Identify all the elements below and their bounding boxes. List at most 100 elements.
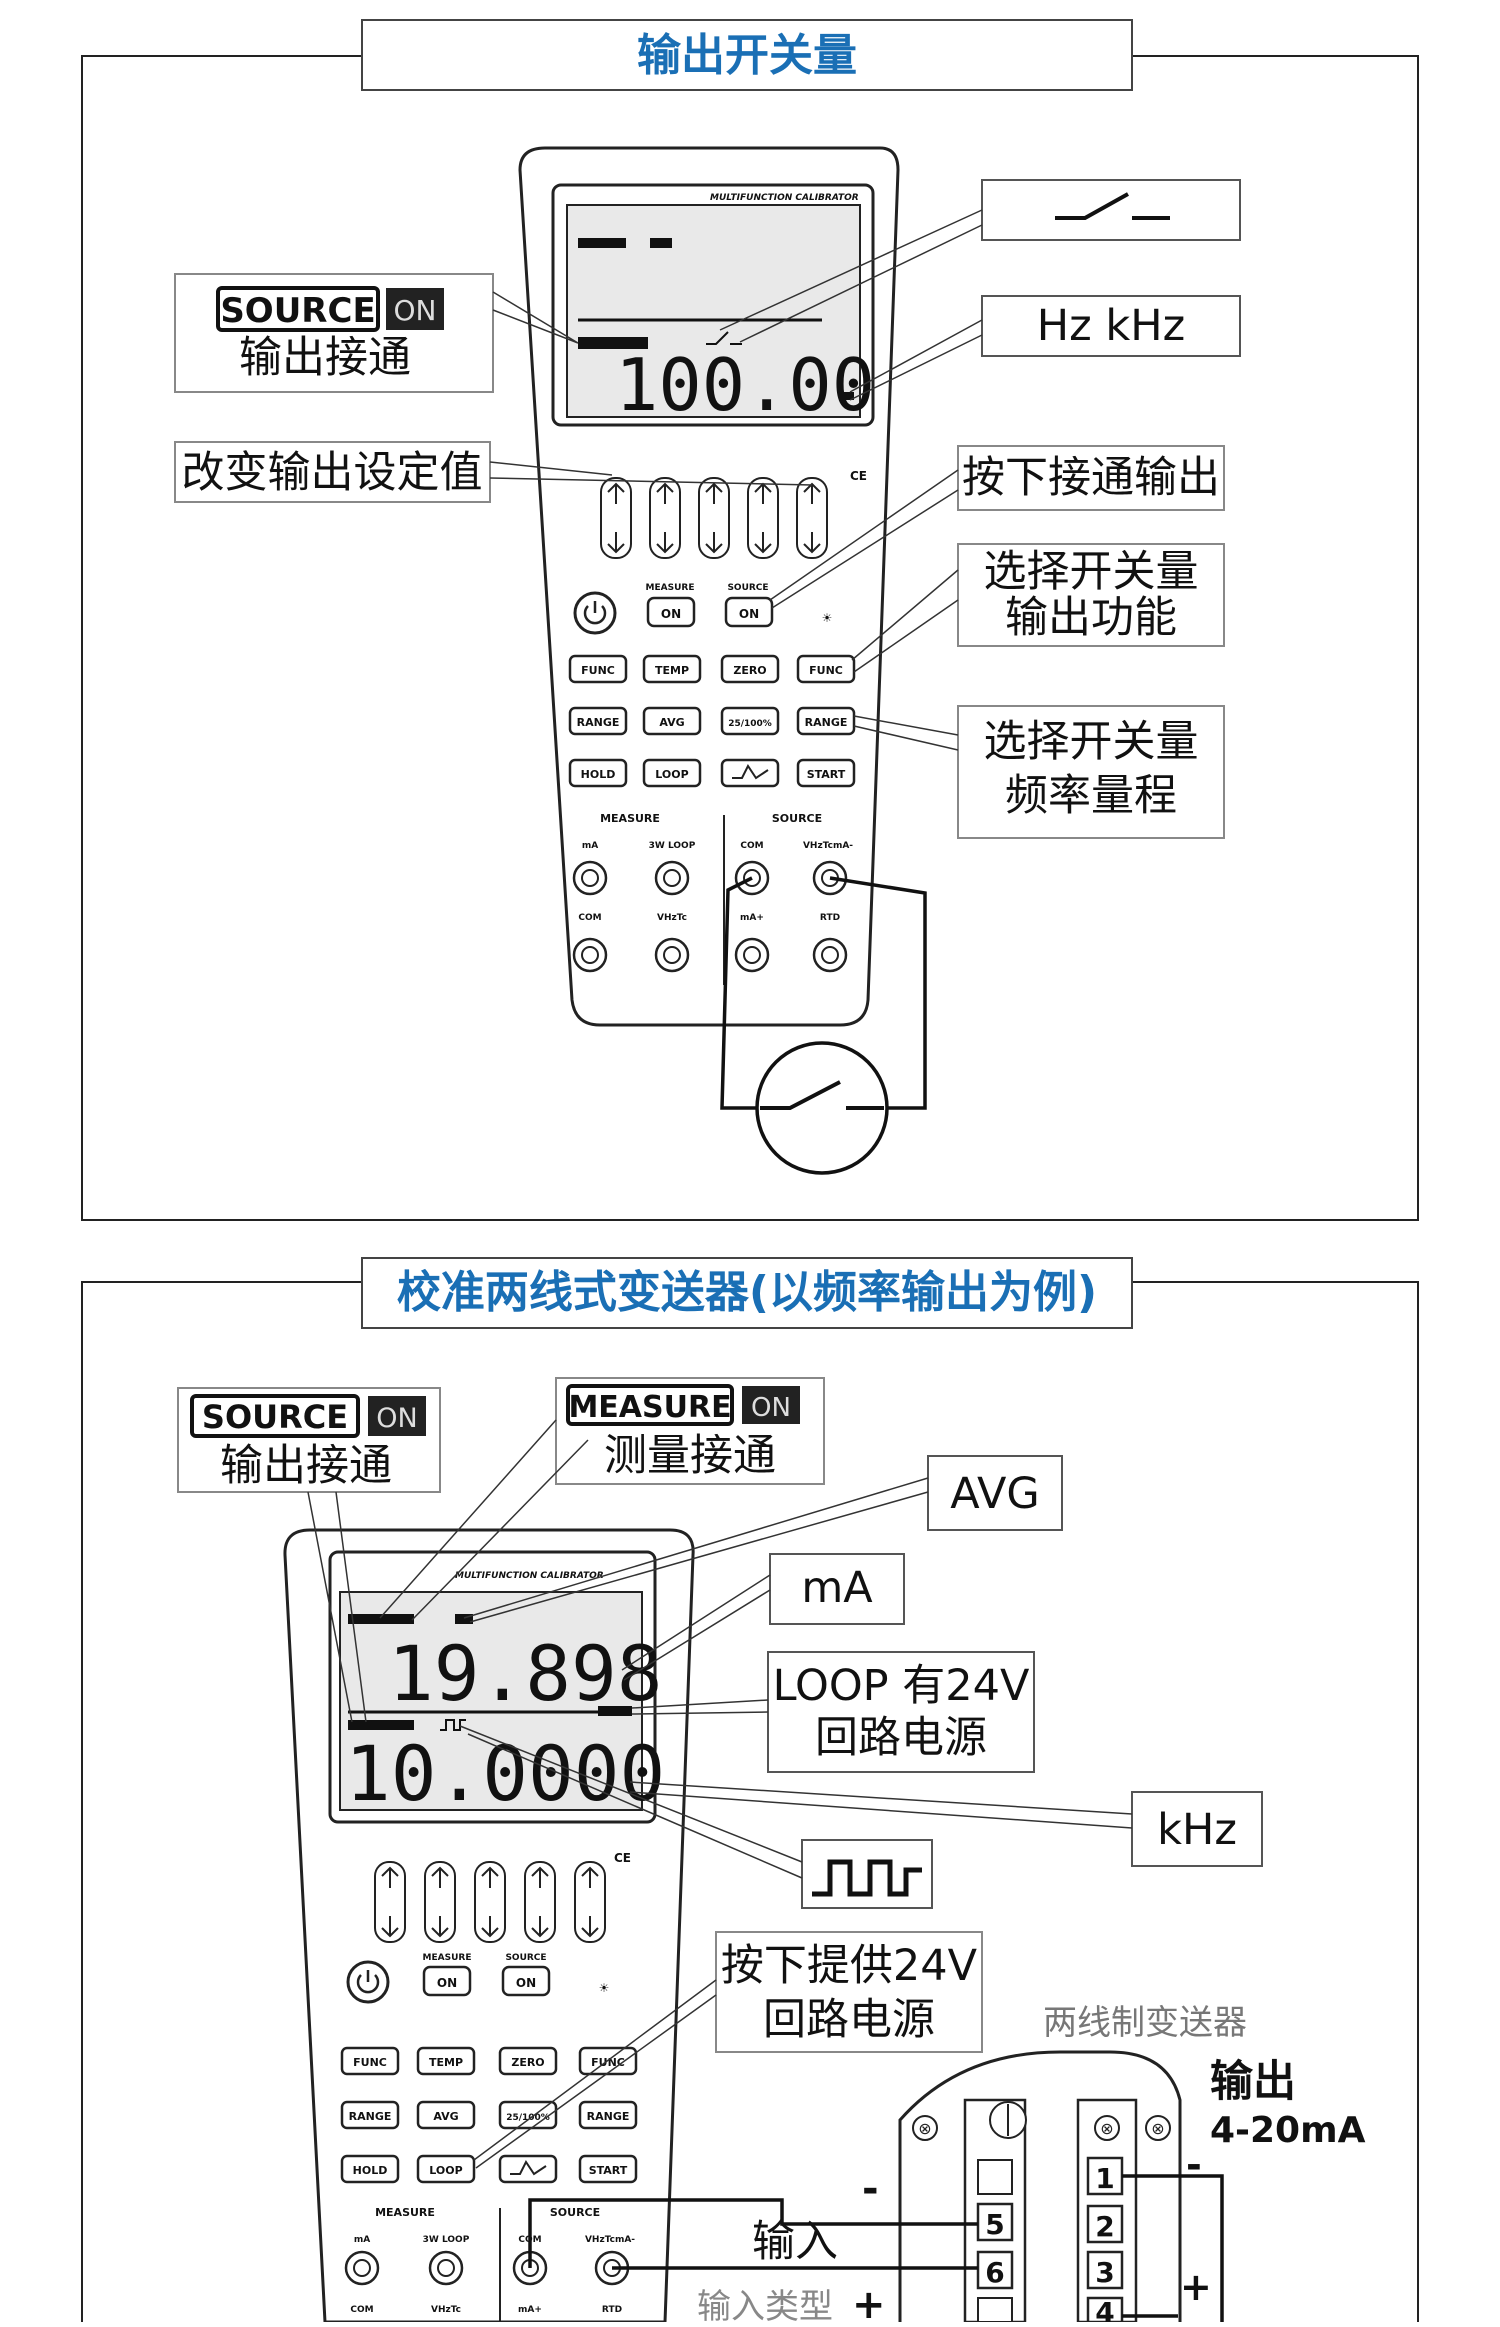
device-1-jack-measure-vhz[interactable] <box>654 937 690 973</box>
terminal-4[interactable] <box>1086 2296 1124 2324</box>
device-1-measure-on-label: ON <box>661 607 681 621</box>
device-1-loop-button[interactable] <box>642 758 702 788</box>
device-1-temp-label: TEMP <box>655 664 689 677</box>
lcd-1-source-indicator <box>578 337 648 349</box>
device-2-start-label: START <box>589 2164 628 2177</box>
device-1-temp-button[interactable] <box>642 654 702 684</box>
arrow-key-4[interactable] <box>747 477 779 559</box>
callout-switch-box <box>981 179 1241 241</box>
device-2-wave-button[interactable] <box>498 2154 558 2184</box>
leader-select <box>851 569 959 673</box>
callout-khz-text: kHz <box>1157 1805 1237 1855</box>
lcd-2-pulse-symbol <box>440 1719 466 1731</box>
input-plus-sign: + <box>852 2282 886 2322</box>
callout-source-badge <box>190 1394 360 1438</box>
device-1-percent-button[interactable] <box>720 706 780 736</box>
device-2-hold-button[interactable] <box>340 2154 400 2184</box>
device-1-brand: MULTIFUNCTION CALIBRATOR <box>710 193 859 203</box>
arrow-key-4[interactable] <box>524 1861 556 1943</box>
transmitter-screw-left <box>912 2115 938 2141</box>
callout-loop-line-1: LOOP 有24V <box>773 1661 1030 1711</box>
device-2-lcd <box>339 1591 643 1811</box>
callout-select-line-1: 选择开关量 <box>984 547 1199 597</box>
callout-ma-box <box>769 1553 905 1625</box>
device-1-jack-rtd[interactable] <box>812 937 848 973</box>
device-2-source-on-button[interactable] <box>501 1965 551 1997</box>
arrow-key-5[interactable] <box>796 477 828 559</box>
arrow-key-2[interactable] <box>649 477 681 559</box>
device-2-brand: MULTIFUNCTION CALIBRATOR <box>455 1571 604 1581</box>
device-1-func-left-button[interactable] <box>568 654 628 684</box>
terminal-6[interactable] <box>976 2250 1014 2290</box>
arrow-key-1[interactable] <box>374 1861 406 1943</box>
arrow-key-1[interactable] <box>600 477 632 559</box>
device-1-avg-button[interactable] <box>642 706 702 736</box>
device-2-jack-3wloop[interactable] <box>428 2250 464 2286</box>
power-icon <box>583 601 607 625</box>
device-2-start-button[interactable] <box>578 2154 638 2184</box>
device-2-range-right-button[interactable] <box>578 2100 638 2130</box>
device-2-measure-on-label: ON <box>437 1976 457 1990</box>
device-1-jack-rtd-label: RTD <box>820 913 840 923</box>
device-1-jack-measure-com[interactable] <box>572 937 608 973</box>
input-screw-b <box>977 2297 1013 2323</box>
device-1-jack-3wloop-label: 3W LOOP <box>649 841 696 851</box>
callout-khz-box <box>1131 1791 1263 1867</box>
device-1-measure-on-button[interactable] <box>646 596 696 628</box>
arrow-key-2[interactable] <box>424 1861 456 1943</box>
lcd-2-source-indicator <box>348 1720 414 1730</box>
callout-source-text: 输出接通 <box>239 333 411 383</box>
callout-range-box <box>957 705 1225 839</box>
output-minus-sign: - <box>1186 2143 1202 2187</box>
device-1-ce-mark: CE <box>850 469 867 483</box>
leader-loop <box>631 1699 769 1715</box>
device-1-jack-3wloop[interactable] <box>654 860 690 896</box>
arrow-key-3[interactable] <box>474 1861 506 1943</box>
terminal-2[interactable] <box>1086 2204 1124 2244</box>
device-2-source-label: SOURCE <box>505 1953 546 1963</box>
device-2-range-left-button[interactable] <box>340 2100 400 2130</box>
device-2-jack-ma[interactable] <box>344 2250 380 2286</box>
backlight-icon[interactable]: ☀ <box>822 611 833 625</box>
device-2-loop-button[interactable] <box>416 2154 476 2184</box>
callout-select-box <box>957 543 1225 647</box>
callout-measure-on-badge <box>742 1386 800 1424</box>
device-1-source-on-button[interactable] <box>724 596 774 628</box>
lcd-1-switch-symbol <box>706 331 742 345</box>
device-1-jack-ma[interactable] <box>572 860 608 896</box>
device-2-func-left-button[interactable] <box>340 2046 400 2076</box>
transmitter-screw-right <box>1145 2115 1171 2141</box>
device-1-func-right-button[interactable] <box>796 654 856 684</box>
device-2-avg-button[interactable] <box>416 2100 476 2130</box>
lcd-1-indicator-a <box>578 238 626 248</box>
device-1-func-left-label: FUNC <box>581 664 615 677</box>
device-2-temp-button[interactable] <box>416 2046 476 2076</box>
device-1-jack-source-ma[interactable] <box>734 937 770 973</box>
section-1-title-box <box>361 19 1133 91</box>
device-1-zero-button[interactable] <box>720 654 780 684</box>
output-label-line-2: 4-20mA <box>1210 2110 1366 2151</box>
callout-range-line-1: 选择开关量 <box>984 717 1199 767</box>
backlight-icon[interactable]: ☀ <box>599 1981 610 1995</box>
device-2-source-on-label: ON <box>516 1976 536 1990</box>
arrow-key-3[interactable] <box>698 477 730 559</box>
device-1-jack-ma-label: mA <box>582 841 598 851</box>
callout-hz-box <box>981 295 1241 357</box>
calculator-2: MULTIFUNCTION CALIBRATOR 19.898 10.0000 … <box>283 1528 695 2324</box>
device-1-range-left-button[interactable] <box>568 706 628 736</box>
device-1-jack-vhz-label: VHzTcmA- <box>803 841 853 851</box>
device-1-wave-button[interactable] <box>720 758 780 788</box>
screw-icon: ⊗ <box>1100 2119 1113 2138</box>
device-1-start-label: START <box>807 768 846 781</box>
device-2-func-right-label: FUNC <box>591 2056 625 2069</box>
device-1-hold-button[interactable] <box>568 758 628 788</box>
device-2-measure-on-button[interactable] <box>422 1965 472 1997</box>
terminal-3[interactable] <box>1086 2250 1124 2290</box>
device-1-start-button[interactable] <box>796 758 856 788</box>
terminal-4-label: 4 <box>1095 2296 1114 2322</box>
callout-press24-box <box>715 1931 983 2053</box>
arrow-key-5[interactable] <box>574 1861 606 1943</box>
device-1-range-right-button[interactable] <box>796 706 856 736</box>
device-2-zero-button[interactable] <box>498 2046 558 2076</box>
terminal-5[interactable] <box>976 2202 1014 2242</box>
